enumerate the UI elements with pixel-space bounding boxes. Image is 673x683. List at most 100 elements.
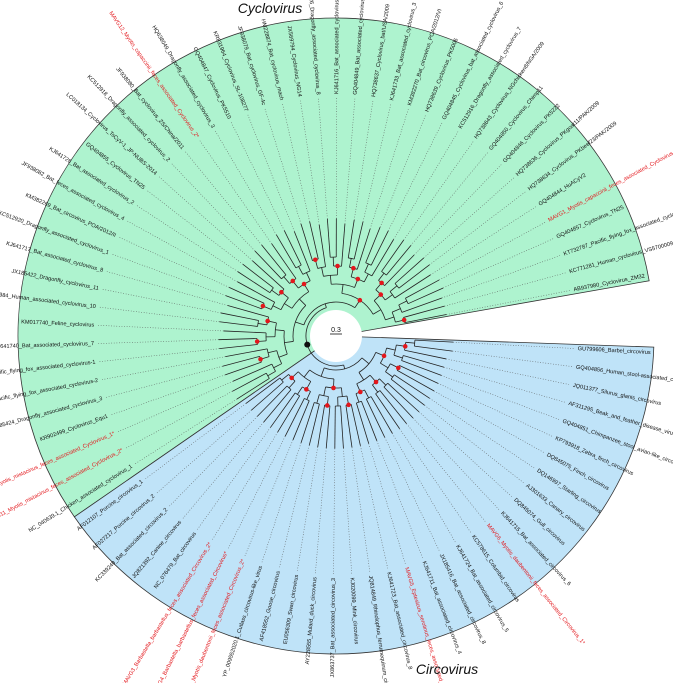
branch (401, 297, 443, 313)
branch (341, 284, 344, 294)
branch (279, 377, 284, 383)
branch (347, 219, 355, 259)
leaf-connector (101, 356, 226, 380)
leaf-connector (430, 206, 536, 276)
leaf-connector (412, 417, 500, 510)
leaf-connector (418, 411, 512, 497)
branch (364, 389, 370, 399)
branch (403, 355, 445, 368)
root-node (304, 341, 311, 348)
branch (299, 298, 307, 306)
branch (326, 218, 331, 258)
branch (384, 254, 415, 286)
bootstrap-marker (381, 353, 387, 359)
branch (232, 372, 267, 392)
leaf-connector (446, 358, 570, 385)
leaf-connector (384, 437, 440, 551)
bootstrap-marker (355, 276, 361, 282)
branch (361, 401, 378, 441)
branch (252, 260, 285, 290)
bootstrap-marker (396, 365, 401, 371)
branch (403, 305, 445, 318)
branch (413, 340, 416, 347)
leaf-connector (182, 421, 264, 519)
bootstrap-marker (301, 281, 307, 287)
leaf-connector (433, 390, 544, 453)
leaf-connector (362, 104, 392, 222)
branch (341, 387, 343, 397)
branch (304, 398, 310, 402)
branch (222, 355, 260, 367)
circovirus-clade-background (73, 335, 655, 655)
branch (323, 386, 326, 396)
branch (350, 404, 361, 446)
leaf-label: KJ020099_Mink_circovirus (349, 577, 359, 644)
branch (306, 391, 311, 400)
branch (225, 361, 262, 376)
branch (293, 231, 311, 272)
leaf-connector (119, 237, 230, 288)
branch (391, 308, 401, 313)
branch (294, 392, 300, 397)
branch (414, 345, 453, 352)
branch (371, 239, 394, 277)
leaf-connector (300, 100, 320, 225)
branch (340, 405, 344, 449)
branch (273, 363, 282, 369)
branch (364, 271, 373, 277)
branch (257, 385, 288, 417)
branch (283, 230, 302, 266)
branch (356, 228, 371, 270)
leaf-connector (453, 341, 574, 349)
branch (394, 374, 430, 399)
leaf-connector (102, 288, 221, 314)
leaf-connector (297, 446, 319, 571)
leaf-connector (423, 177, 515, 259)
leaf-connector (247, 114, 295, 232)
bootstrap-marker (258, 356, 263, 362)
branch (398, 300, 407, 306)
clade-title-circovirus: Circovirus (416, 661, 478, 677)
branch (394, 274, 431, 299)
leaf-connector (379, 115, 426, 228)
leaf-connector (344, 98, 356, 224)
branch (383, 382, 388, 388)
branch (278, 353, 288, 358)
branch (314, 402, 320, 405)
bootstrap-marker (351, 265, 356, 271)
branch (303, 369, 310, 378)
leaf-connector (318, 98, 328, 219)
leaf-connector (353, 100, 374, 221)
leaf-connector (171, 163, 256, 252)
bootstrap-marker (402, 344, 408, 349)
branch (355, 402, 370, 444)
branch (405, 298, 409, 304)
branch (223, 330, 267, 334)
bootstrap-node-markers (254, 257, 408, 408)
branch (298, 266, 304, 275)
branch (297, 386, 303, 395)
leaf-connector (376, 440, 423, 558)
branch (236, 378, 270, 400)
leaf-connector (230, 122, 285, 231)
branch (219, 344, 258, 350)
branch (254, 250, 282, 280)
branch (284, 303, 293, 309)
leaf-connector (147, 190, 244, 265)
leaf-connector (156, 409, 252, 494)
branch (292, 400, 310, 441)
branch (272, 305, 282, 311)
branch (378, 272, 385, 281)
branch (355, 393, 360, 403)
branch (390, 374, 395, 380)
branch (372, 384, 379, 393)
leaf-label: KM017740_Feline_cyclovirus (21, 319, 94, 328)
leaf-connector (429, 191, 526, 266)
branch (261, 244, 287, 276)
branch (271, 289, 280, 296)
branch (375, 393, 400, 430)
leaf-connector (264, 108, 302, 224)
bootstrap-marker (373, 379, 379, 385)
branch (384, 294, 393, 301)
leaf-label: GU799606_Barbel_circovirus (578, 346, 651, 356)
